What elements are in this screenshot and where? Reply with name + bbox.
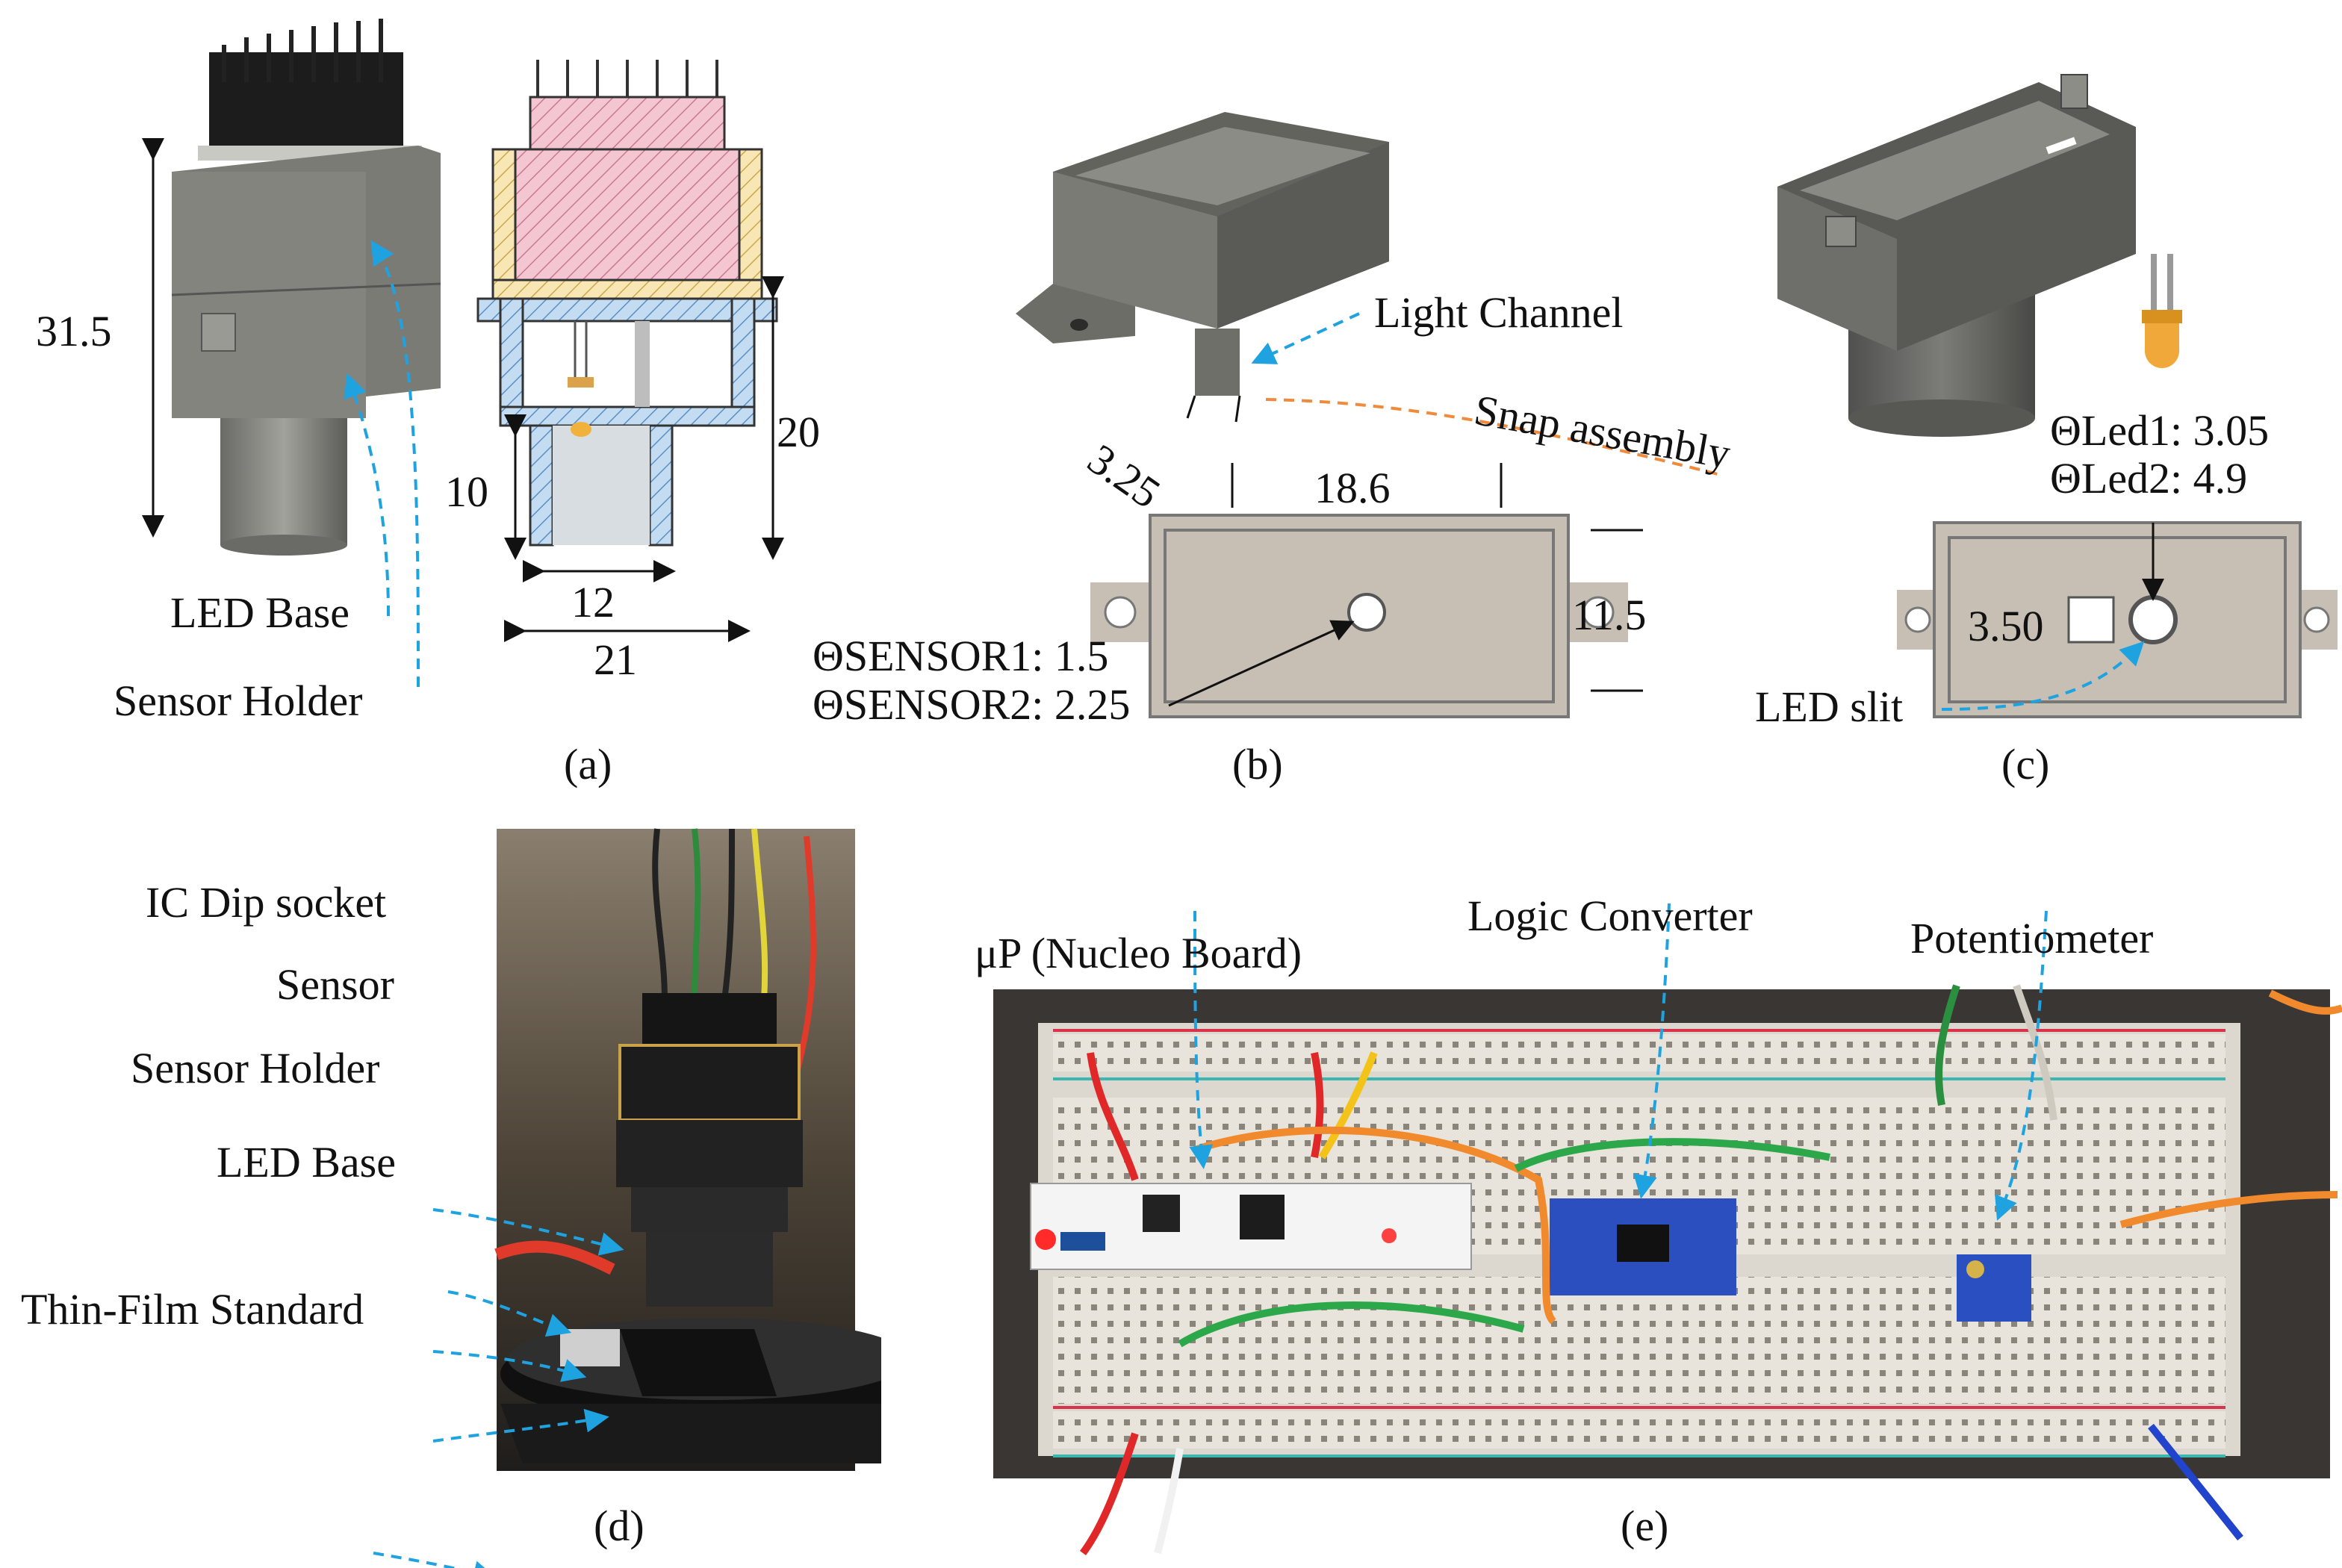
panel-a-drawing <box>142 19 784 688</box>
panel-d-photo <box>373 828 881 1568</box>
cross-section <box>476 60 778 547</box>
label-potentiometer: Potentiometer <box>1910 914 2154 962</box>
led-component <box>2142 254 2182 368</box>
panel-b: Light Channel Snap assembly 3.25 18.6 11… <box>807 0 1734 791</box>
assembly-3d <box>171 19 441 556</box>
dim-total-height: 31.5 <box>36 307 112 355</box>
dim-inner-width: 12 <box>571 578 615 626</box>
caption-b: (b) <box>1232 740 1283 788</box>
panel-e-photo <box>993 903 2342 1555</box>
caption-c: (c) <box>2001 740 2050 788</box>
led-base-3d <box>1777 74 2136 437</box>
dim-slit: 3.50 <box>1968 602 2044 650</box>
caption-a: (a) <box>564 740 612 788</box>
panel-b-drawing <box>1016 112 1718 718</box>
panel-c-drawing <box>1777 74 2338 718</box>
panel-d: IC Dip socket Sensor Sensor Holder LED B… <box>0 806 881 1568</box>
led-dia-line2: ΘLed2: 4.9 <box>2050 454 2248 503</box>
sensor-holder-3d <box>1016 112 1389 396</box>
label-ic-dip-socket: IC Dip socket <box>146 878 387 927</box>
sensor-holder-top-view <box>1090 514 1628 718</box>
dim-width: 11.5 <box>1572 591 1647 639</box>
label-led-base-a: LED Base <box>170 588 350 637</box>
panel-a: 31.5 20 10 12 21 LED Base Sensor Holder … <box>0 0 821 791</box>
led-base-top-view <box>1897 521 2338 718</box>
label-led-slit: LED slit <box>1755 682 1904 731</box>
dim-length: 18.6 <box>1314 464 1391 512</box>
dim-holder-height: 20 <box>777 408 820 456</box>
label-nucleo: μP (Nucleo Board) <box>975 929 1302 977</box>
label-logic-converter: Logic Converter <box>1467 892 1753 940</box>
label-sensor-holder-d: Sensor Holder <box>131 1044 380 1092</box>
dim-led-height: 10 <box>445 467 488 516</box>
caption-e: (e) <box>1621 1502 1669 1550</box>
caption-d: (d) <box>594 1502 644 1550</box>
panel-c: ΘLed1: 3.05 ΘLed2: 4.9 3.50 LED slit (c) <box>1718 0 2342 791</box>
label-sensor-d: Sensor <box>276 960 394 1009</box>
sensor-dia-line1: ΘSENSOR1: 1.5 <box>813 632 1109 680</box>
panel-e: μP (Nucleo Board) Logic Converter Potent… <box>971 806 2342 1568</box>
dim-outer-width: 21 <box>594 635 637 684</box>
label-sensor-holder-a: Sensor Holder <box>114 676 363 725</box>
label-thin-film: Thin-Film Standard <box>21 1285 364 1334</box>
led-dia-line1: ΘLed1: 3.05 <box>2050 406 2270 455</box>
sensor-dia-line2: ΘSENSOR2: 2.25 <box>813 680 1131 729</box>
label-light-channel: Light Channel <box>1374 288 1624 337</box>
label-led-base-d: LED Base <box>217 1138 396 1186</box>
